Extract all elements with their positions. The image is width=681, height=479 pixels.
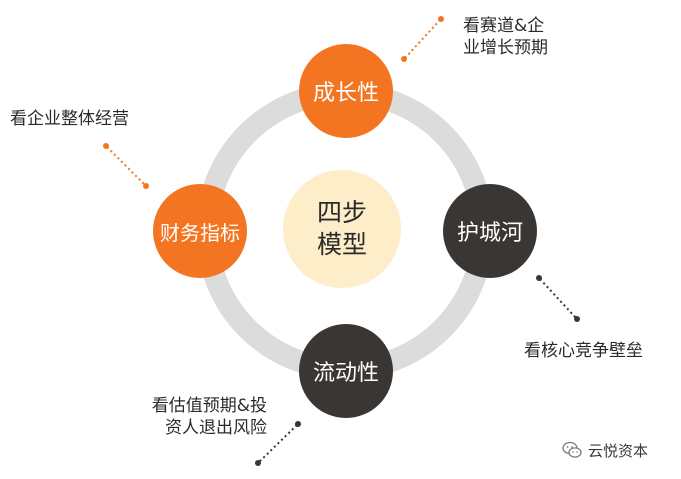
node-financials: 财务指标 xyxy=(153,184,247,278)
connector-top-dot-start xyxy=(401,56,407,62)
note-liquidity-line-2: 资人退出风险 xyxy=(165,418,267,438)
note-moat: 看核心竞争壁垒 xyxy=(524,341,643,361)
node-growth: 成长性 xyxy=(299,44,393,138)
connector-right-dot-start xyxy=(536,275,542,281)
connector-bottom-dot-end xyxy=(255,460,261,466)
connector-bottom xyxy=(258,424,298,463)
node-liquidity: 流动性 xyxy=(299,324,393,418)
connector-left-dot-end xyxy=(143,183,149,189)
wechat-icon xyxy=(562,441,582,458)
note-liquidity: 看估值预期&投 资人退出风险 xyxy=(127,395,267,439)
node-liquidity-label: 流动性 xyxy=(312,361,379,386)
connector-top-dot-end xyxy=(438,16,444,22)
connector-bottom-dot-start xyxy=(295,421,301,427)
brand-watermark: 云悦资本 xyxy=(562,440,648,460)
connector-top xyxy=(404,19,441,59)
note-growth: 看赛道&企 业增长预期 xyxy=(463,15,548,59)
center-line-1: 四步 xyxy=(316,198,367,227)
connector-left-dot-start xyxy=(103,143,109,149)
brand-name: 云悦资本 xyxy=(588,441,649,460)
note-financials: 看企业整体经营 xyxy=(10,109,129,129)
node-growth-label: 成长性 xyxy=(312,81,379,106)
center-node: 四步 模型 xyxy=(283,170,401,288)
node-financials-label: 财务指标 xyxy=(160,220,240,245)
center-line-2: 模型 xyxy=(316,230,367,259)
note-liquidity-line-1: 看估值预期&投 xyxy=(151,396,267,416)
connector-right xyxy=(539,278,577,319)
node-moat: 护城河 xyxy=(443,184,537,278)
note-growth-line-1: 看赛道&企 xyxy=(463,16,545,36)
connector-left xyxy=(106,146,146,186)
node-moat-label: 护城河 xyxy=(456,221,523,246)
note-growth-line-2: 业增长预期 xyxy=(463,38,548,58)
connector-right-dot-end xyxy=(574,316,580,322)
